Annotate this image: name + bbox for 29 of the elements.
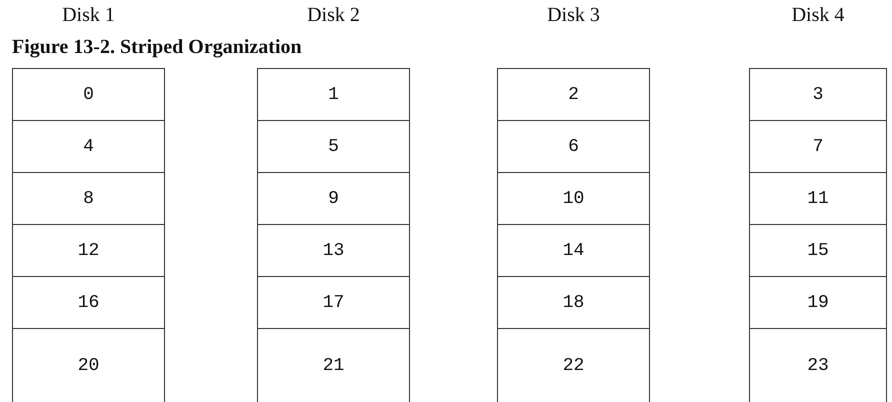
stripe-block: 7 xyxy=(749,120,887,172)
stripe-block: 9 xyxy=(257,172,410,224)
stripe-block: 4 xyxy=(12,120,165,172)
stripe-block: 12 xyxy=(12,224,165,276)
stripe-block: 5 xyxy=(257,120,410,172)
stripe-block: 20 xyxy=(12,328,165,402)
figure-title: Figure 13-2. Striped Organization xyxy=(12,36,302,59)
stripe-block: 13 xyxy=(257,224,410,276)
stripe-block: 8 xyxy=(12,172,165,224)
stripe-block: 14 xyxy=(497,224,650,276)
disk-label: Disk 3 xyxy=(546,4,601,27)
stripe-block: 15 xyxy=(749,224,887,276)
stripe-block: 23 xyxy=(749,328,887,402)
disk-label: Disk 1 xyxy=(61,4,116,27)
stripe-block: 22 xyxy=(497,328,650,402)
stripe-block: 18 xyxy=(497,276,650,328)
stripe-block: 10 xyxy=(497,172,650,224)
stripe-block: 19 xyxy=(749,276,887,328)
stripe-block: 3 xyxy=(749,68,887,120)
disk-label: Disk 2 xyxy=(306,4,361,27)
stripe-block: 17 xyxy=(257,276,410,328)
stripe-block: 2 xyxy=(497,68,650,120)
stripe-block: 0 xyxy=(12,68,165,120)
disk-label: Disk 4 xyxy=(790,4,846,27)
stripe-block: 11 xyxy=(749,172,887,224)
stripe-block: 21 xyxy=(257,328,410,402)
stripe-block: 6 xyxy=(497,120,650,172)
stripe-block: 1 xyxy=(257,68,410,120)
stripe-block: 16 xyxy=(12,276,165,328)
